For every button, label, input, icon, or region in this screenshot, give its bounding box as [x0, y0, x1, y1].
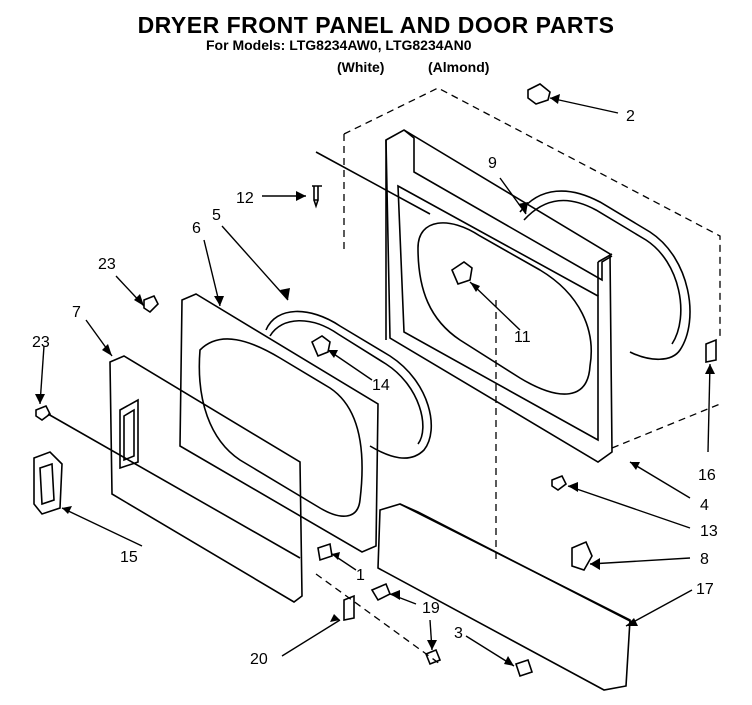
- callout-2: 2: [626, 108, 635, 125]
- callout-23-top: 23: [98, 256, 116, 273]
- outer-door: [109, 355, 303, 603]
- callout-16: 16: [698, 467, 716, 484]
- page-title: DRYER FRONT PANEL AND DOOR PARTS: [137, 12, 615, 38]
- part-20-bracket: [343, 594, 355, 621]
- toe-kick-panel: [377, 503, 633, 691]
- frame-window: [417, 222, 592, 395]
- callout-12: 12: [236, 190, 254, 207]
- part-23-screw-top: [143, 294, 159, 314]
- front-frame: [385, 129, 613, 463]
- callout-15: 15: [120, 549, 138, 566]
- part-15-handle: [33, 451, 63, 515]
- callout-4: 4: [700, 497, 709, 514]
- callout-20: 20: [250, 651, 268, 668]
- part-14-clip: [310, 335, 331, 358]
- door-ring: [265, 310, 432, 459]
- part-1-bumper: [317, 542, 333, 562]
- part-16-plate: [705, 338, 717, 363]
- part-19-screw-lower: [424, 648, 442, 666]
- part-19-screw: [370, 582, 392, 602]
- variant-almond: (Almond): [428, 59, 490, 75]
- callout-1: 1: [356, 567, 365, 584]
- callout-23-left: 23: [32, 334, 50, 351]
- callout-19: 19: [422, 600, 440, 617]
- callout-13: 13: [700, 523, 718, 540]
- callout-9: 9: [488, 155, 497, 172]
- part-12-screw: [312, 185, 322, 209]
- part-8-clip: [571, 540, 593, 571]
- callout-5: 5: [212, 207, 221, 224]
- variant-white: (White): [337, 59, 385, 75]
- model-list: For Models: LTG8234AW0, LTG8234AN0: [206, 37, 472, 53]
- arrowheads: [35, 94, 715, 666]
- part-3-clip: [514, 658, 534, 678]
- callout-17: 17: [696, 581, 714, 598]
- callout-8: 8: [700, 551, 709, 568]
- part-13-screw: [551, 474, 568, 491]
- frame-gasket: [519, 190, 691, 361]
- callout-7: 7: [72, 304, 81, 321]
- inner-door-panel: [179, 293, 379, 553]
- callout-11: 11: [514, 329, 531, 346]
- part-11-latch: [451, 261, 473, 285]
- callout-6: 6: [192, 220, 201, 237]
- part-2-hinge: [527, 83, 551, 105]
- callout-14: 14: [372, 377, 390, 394]
- callout-3: 3: [454, 625, 463, 642]
- part-23-screw-left: [35, 404, 52, 421]
